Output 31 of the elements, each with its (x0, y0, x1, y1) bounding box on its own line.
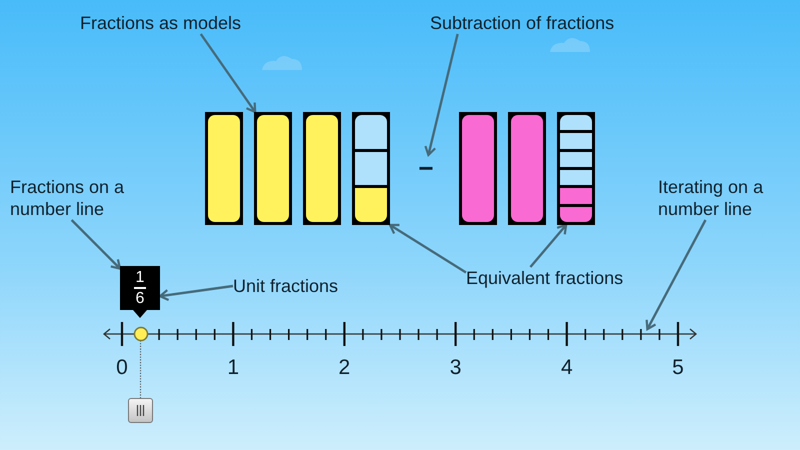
fraction-bar-model (254, 112, 292, 225)
slider-handle (128, 398, 153, 423)
leader-arrow (388, 224, 467, 274)
tick-number: 1 (227, 357, 240, 378)
tick-number: 3 (450, 357, 462, 378)
callout-text: Equivalent fractions (466, 267, 624, 289)
leader-arrow (158, 284, 234, 302)
leader-arrow (424, 34, 459, 156)
denominator: 6 (136, 290, 144, 307)
tick-number: 5 (672, 357, 684, 378)
fraction-bar-model (459, 112, 497, 225)
fraction-bar-model (303, 112, 341, 225)
dotted-line (140, 340, 142, 398)
leader-arrow (200, 33, 256, 114)
callout-text: Iterating on a number line (658, 176, 783, 220)
tick-number: 2 (338, 357, 350, 378)
leader-arrow (646, 219, 707, 330)
callout-text: Fractions on a number line (10, 176, 150, 220)
fraction-bar-model (508, 112, 546, 225)
callout-text: Unit fractions (233, 275, 338, 297)
callout-text: Fractions as models (80, 12, 242, 34)
leader-arrow (70, 219, 122, 270)
fraction-bar-model (205, 112, 243, 225)
leader-arrow (530, 224, 568, 268)
minus-sign: − (414, 155, 438, 181)
fraction-bar-model (352, 112, 390, 225)
callout-text: Subtraction of fractions (430, 12, 614, 34)
tick-number: 4 (560, 357, 573, 378)
fraction-bar-model (557, 112, 595, 225)
tick-number: 0 (116, 357, 128, 378)
numerator: 1 (136, 269, 144, 286)
